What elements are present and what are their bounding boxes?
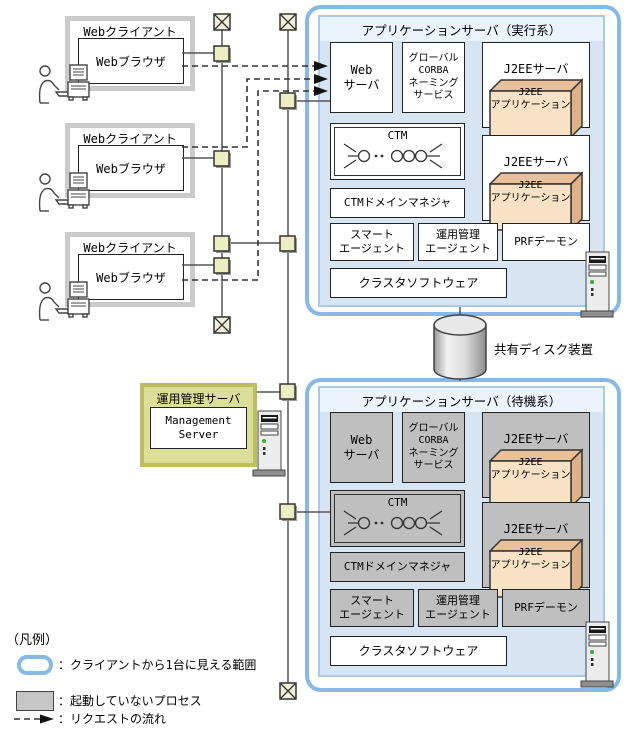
legend-title: （凡例） <box>6 633 59 648</box>
corba-naming-box: グローバル CORBA ネーミング サービス <box>402 412 465 483</box>
j2ee-application-box: J2EE アプリケーション <box>489 63 583 138</box>
legend-scope-label: ：クライアントから1台に見える範囲 <box>58 658 257 672</box>
ctm-domain-manager-box: CTMドメインマネジャ <box>330 188 465 218</box>
j2ee-server-title: J2EEサーバ <box>503 432 569 446</box>
prf-daemon-box: PRFデーモン <box>502 589 590 627</box>
request-flow-lines <box>182 65 314 281</box>
j2ee-server-box: J2EEサーバ J2EE アプリケーション <box>482 42 590 138</box>
shared-disk-label: 共有ディスク装置 <box>494 342 594 357</box>
ctm-inner-box: CTM <box>334 494 461 543</box>
ctm-domain-manager-box: CTMドメインマネジャ <box>330 552 465 582</box>
active-server-title: アプリケーションサーバ（実行系） <box>320 17 603 41</box>
ctm-icon <box>343 143 442 169</box>
j2ee-application-label: J2EE アプリケーション <box>490 86 571 112</box>
client-user-icon <box>38 172 90 212</box>
ops-agent-box: 運用管理 エージェント <box>418 223 498 261</box>
j2ee-server-title: J2EEサーバ <box>503 62 569 76</box>
legend-scope-swatch <box>17 655 53 675</box>
management-server-title: 運用管理サーバ <box>156 392 241 406</box>
legend-arrow-swatch <box>14 714 54 724</box>
j2ee-server-title: J2EEサーバ <box>503 155 569 169</box>
server-tower-icon <box>580 621 614 688</box>
legend-stopped-swatch <box>16 691 54 711</box>
j2ee-server-box: J2EEサーバ J2EE アプリケーション <box>482 135 590 231</box>
server-tower-icon <box>580 251 614 318</box>
shared-disk-icon <box>433 314 487 380</box>
ctm-title: CTM <box>387 496 408 509</box>
j2ee-application-label: J2EE アプリケーション <box>490 546 571 572</box>
j2ee-application-3d-icon <box>489 78 583 138</box>
j2ee-application-label: J2EE アプリケーション <box>490 456 571 482</box>
ctm-icon <box>343 510 442 536</box>
management-server-box: Management Server <box>150 407 247 449</box>
web-client-title: Webクライアント <box>83 25 177 39</box>
legend-stopped-label: ：起動していないプロセス <box>58 694 202 708</box>
ctm-box: CTM <box>330 490 465 547</box>
web-server-box: Web サーバ <box>330 42 393 113</box>
j2ee-server-box: J2EEサーバ J2EE アプリケーション <box>482 502 590 598</box>
cluster-software-box: クラスタソフトウェア <box>330 636 507 666</box>
web-client-title: Webクライアント <box>83 132 177 146</box>
j2ee-server-box: J2EEサーバ J2EE アプリケーション <box>482 412 590 508</box>
web-server-box: Web サーバ <box>330 412 393 483</box>
j2ee-application-box: J2EE アプリケーション <box>489 523 583 598</box>
j2ee-application-box: J2EE アプリケーション <box>489 433 583 508</box>
legend-request-label: ：リクエストの流れ <box>58 712 167 726</box>
smart-agent-box: スマート エージェント <box>330 223 414 261</box>
j2ee-application-3d-icon <box>489 448 583 508</box>
j2ee-application-label: J2EE アプリケーション <box>490 179 571 205</box>
j2ee-application-box: J2EE アプリケーション <box>489 156 583 231</box>
cluster-software-box: クラスタソフトウェア <box>330 268 507 298</box>
corba-naming-box: グローバル CORBA ネーミング サービス <box>402 42 465 113</box>
client-user-icon <box>38 64 90 104</box>
management-tower-icon <box>252 410 286 477</box>
web-client-title: Webクライアント <box>83 241 177 255</box>
standby-server-title: アプリケーションサーバ（待機系） <box>320 388 603 412</box>
smart-agent-box: スマート エージェント <box>330 589 414 627</box>
web-browser-box: Webブラウザ <box>78 38 184 84</box>
ctm-box: CTM <box>330 123 465 180</box>
ctm-title: CTM <box>387 129 408 142</box>
j2ee-server-title: J2EEサーバ <box>503 522 569 536</box>
ctm-inner-box: CTM <box>334 127 461 176</box>
ops-agent-box: 運用管理 エージェント <box>418 589 498 627</box>
web-browser-box: Webブラウザ <box>78 254 184 300</box>
j2ee-application-3d-icon <box>489 171 583 231</box>
client-user-icon <box>38 281 90 321</box>
network-terminator-icon <box>213 13 297 700</box>
prf-daemon-box: PRFデーモン <box>502 223 590 261</box>
